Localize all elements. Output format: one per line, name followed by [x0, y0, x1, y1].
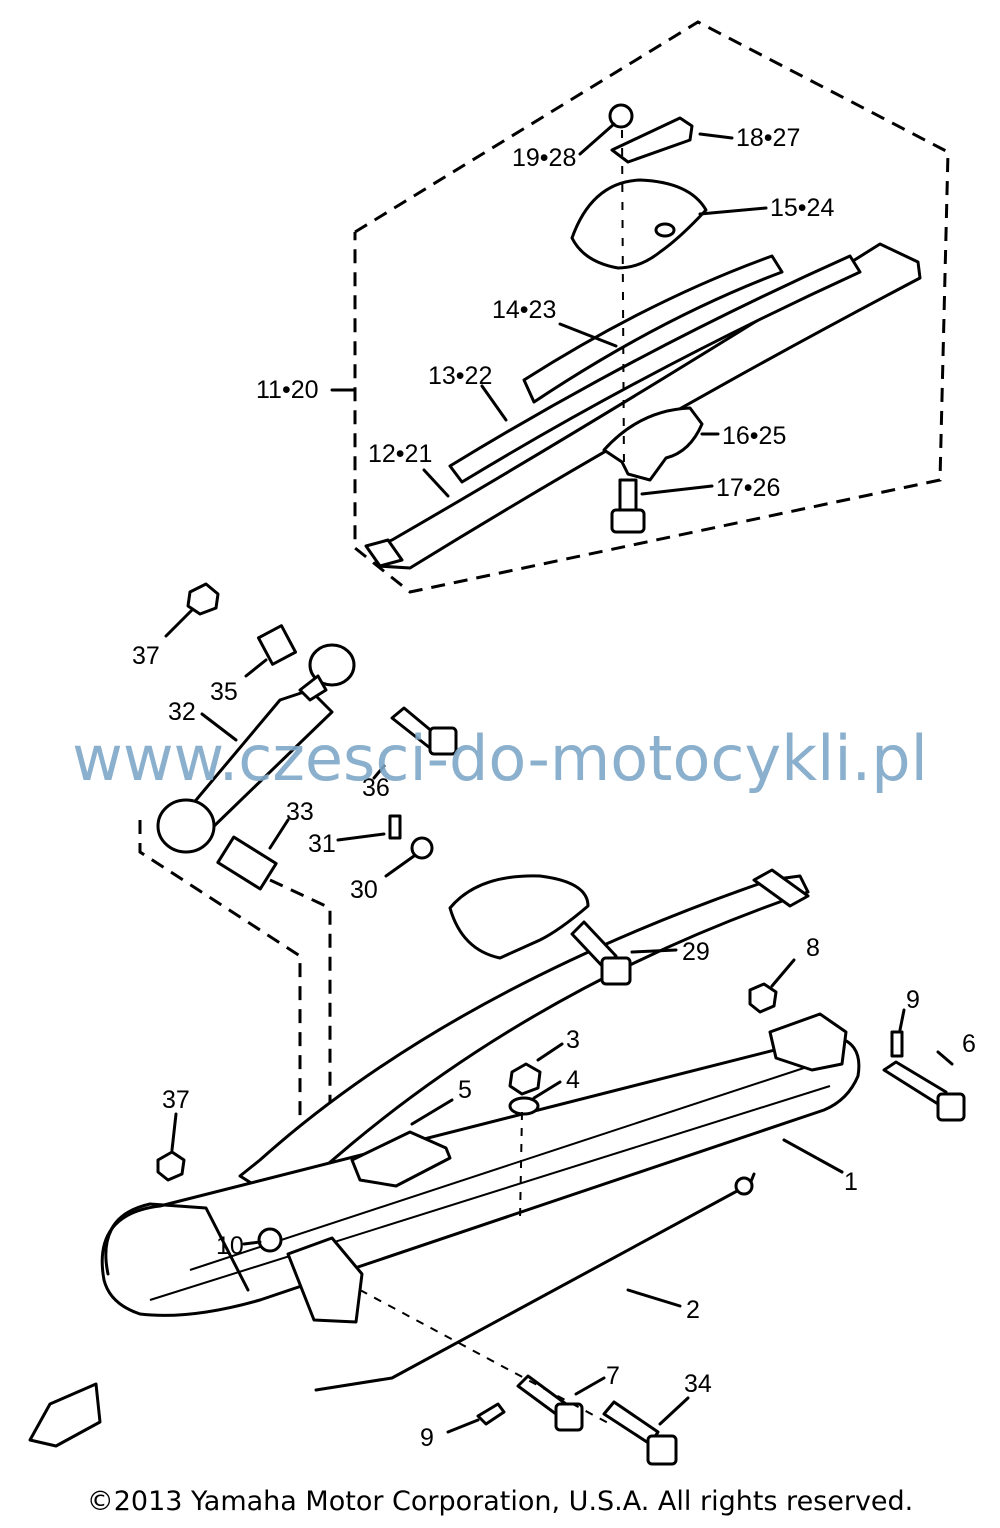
callout-15-24: 15•24 [770, 194, 834, 222]
callout-9-upper: 9 [906, 986, 920, 1014]
front-arrow-icon [28, 1382, 102, 1448]
callout-7: 7 [606, 1362, 620, 1390]
collar-35 [256, 624, 298, 666]
callout-11-20: 11•20 [256, 376, 319, 404]
callout-3: 3 [566, 1026, 580, 1054]
inset-axis [621, 129, 625, 471]
callout-19-28: 19•28 [512, 144, 576, 172]
callout-12-21: 12•21 [368, 440, 432, 468]
callout-13-22: 13•22 [428, 362, 492, 390]
callout-1: 1 [844, 1168, 858, 1196]
callout-31: 31 [308, 830, 336, 858]
callout-33: 33 [286, 798, 314, 826]
callout-16-25: 16•25 [722, 422, 786, 450]
nut-37-upper [186, 582, 220, 616]
leader-lines [164, 122, 954, 1434]
ski-handle [104, 1202, 250, 1292]
nut-10 [257, 1227, 283, 1253]
spring-bracket-16-25 [602, 406, 704, 482]
wear-bar-nut [734, 1176, 754, 1196]
spring-leaf-14-23 [522, 254, 784, 404]
callout-5: 5 [458, 1076, 472, 1104]
bolt-34 [602, 1400, 660, 1446]
shock-upper-eye [308, 643, 356, 687]
callout-2: 2 [686, 1296, 700, 1324]
nut-3 [508, 1062, 542, 1096]
bolt-31 [388, 814, 402, 840]
callout-17-26: 17•26 [716, 474, 780, 502]
nut-30 [410, 836, 434, 860]
ski-1-edge [149, 1085, 831, 1301]
clamp-bolt-hole [654, 222, 676, 238]
collar-33 [216, 835, 278, 891]
callout-30: 30 [350, 876, 378, 904]
bracket-5 [350, 1130, 452, 1188]
mounted-leaf-spring [238, 874, 810, 1198]
bolt-17-26-head [610, 508, 646, 534]
bolt-29-head [600, 956, 632, 986]
callout-29: 29 [682, 938, 710, 966]
front-bracket [286, 1236, 364, 1324]
callout-9-lower: 9 [420, 1424, 434, 1452]
callout-6: 6 [962, 1030, 976, 1058]
spring-leaf-12-21 [370, 242, 922, 570]
callout-18-27: 18•27 [736, 124, 800, 152]
callout-34: 34 [684, 1370, 712, 1398]
callout-37-upper: 37 [132, 642, 160, 670]
spring-leaf-13-22 [448, 254, 862, 484]
bolt-7-head [554, 1402, 584, 1432]
ski-1-groove [189, 1065, 811, 1271]
callout-14-23: 14•23 [492, 296, 556, 324]
callout-35: 35 [210, 678, 238, 706]
spindle-bracket [768, 1012, 848, 1072]
bolt-9-upper [890, 1030, 904, 1058]
mounted-spring-end [752, 868, 810, 908]
shock-lower-eye [156, 798, 216, 854]
nut-19-28 [608, 103, 634, 129]
wear-bar-2 [314, 1172, 756, 1392]
bolt-6 [882, 1060, 948, 1106]
bolt-9-lower [476, 1402, 506, 1426]
copyright-notice: ©2013 Yamaha Motor Corporation, U.S.A. A… [86, 1486, 914, 1517]
stud-axis [519, 1111, 523, 1221]
spring-clamp-15-24 [570, 178, 708, 270]
nut-37-lower [156, 1150, 186, 1182]
washer-4 [508, 1096, 540, 1116]
nut-8 [748, 982, 778, 1014]
watermark-text: www.czesci-do-motocykli.pl [72, 722, 928, 795]
through-bolt-axis [359, 1289, 611, 1425]
shock-rod [298, 674, 328, 702]
bolt-36-head [428, 726, 458, 756]
ski-1 [100, 1034, 861, 1317]
bolt-34-head [646, 1434, 678, 1466]
inset-dashed-border [353, 20, 950, 594]
callout-32: 32 [168, 698, 196, 726]
mounted-spring-clamp [448, 874, 590, 960]
shock-mount-leader [138, 820, 302, 1118]
callout-37-lower: 37 [162, 1086, 190, 1114]
ski-assembly [28, 868, 966, 1466]
spring-leaf-12-21-curl [364, 538, 404, 568]
clip-18-27 [610, 116, 694, 164]
bolt-29 [570, 920, 618, 970]
leaf-spring-inset [353, 20, 950, 594]
callout-4: 4 [566, 1066, 580, 1094]
callout-8: 8 [806, 934, 820, 962]
bolt-6-head [936, 1092, 966, 1122]
callout-labels: 19•28 18•27 15•24 14•23 11•20 13•22 16•2… [132, 124, 976, 1452]
callout-10: 10 [216, 1232, 244, 1260]
callout-36: 36 [362, 774, 390, 802]
